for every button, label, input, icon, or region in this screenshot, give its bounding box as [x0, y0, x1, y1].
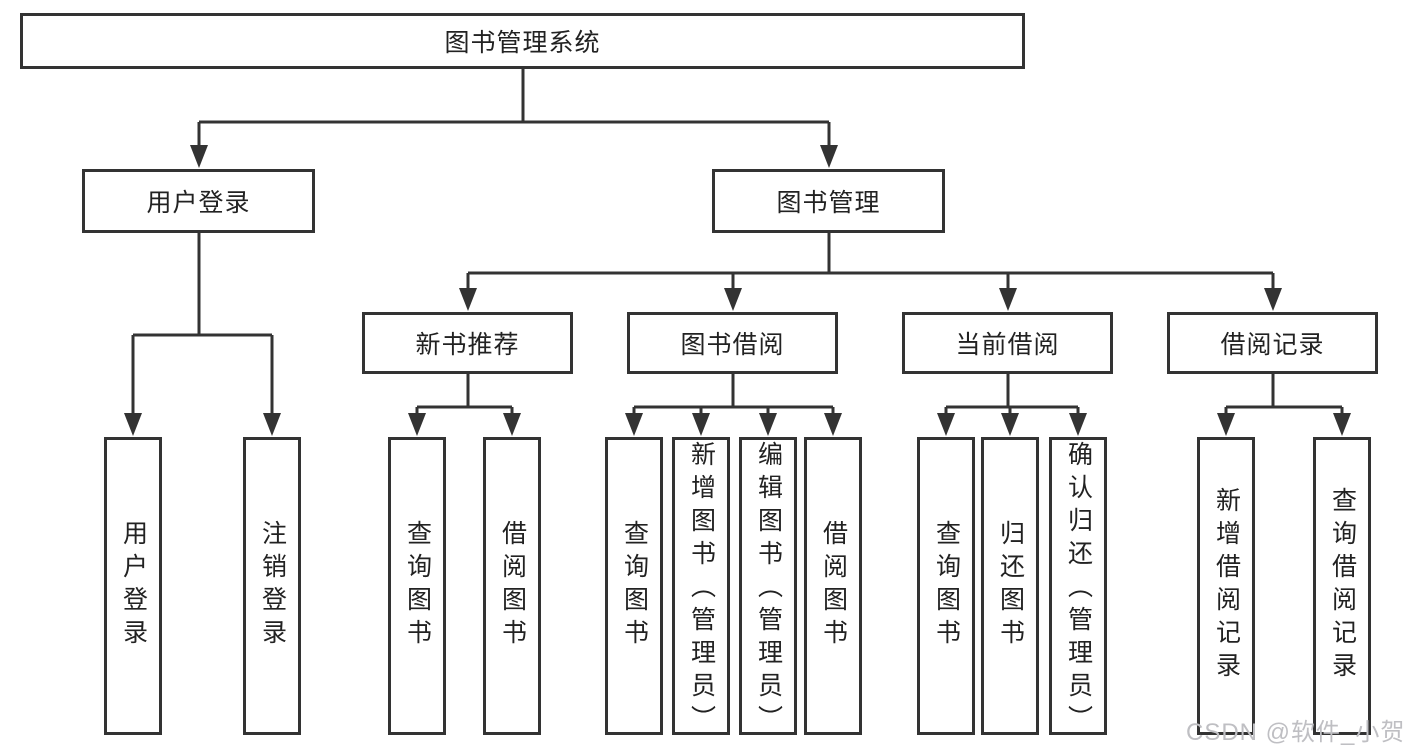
node-borrowing-records: 借阅记录: [1167, 312, 1378, 374]
leaf-search-books-current: 查询图书: [917, 437, 975, 735]
leaf-add-borrow-record-label: 新增借阅记录: [1212, 487, 1241, 685]
csdn-watermark: CSDN @软件_小贺同学: [1186, 719, 1405, 746]
leaf-confirm-return-admin: 确认归还（管理员）: [1049, 437, 1107, 738]
node-current-borrowing: 当前借阅: [902, 312, 1113, 374]
leaf-return-books: 归还图书: [981, 437, 1039, 735]
leaf-confirm-return-admin-label: 确认归还（管理员）: [1064, 441, 1093, 738]
leaf-borrow-books-borrowing-label: 借阅图书: [819, 520, 848, 652]
node-book-borrowing: 图书借阅: [627, 312, 838, 374]
leaf-user-login-label: 用户登录: [119, 520, 148, 652]
node-library-system: 图书管理系统: [20, 13, 1025, 69]
leaf-edit-books-admin-label: 编辑图书（管理员）: [754, 441, 783, 738]
leaf-logout: 注销登录: [243, 437, 301, 735]
leaf-borrow-books-recommend: 借阅图书: [483, 437, 541, 735]
leaf-search-books-recommend-label: 查询图书: [403, 520, 432, 652]
node-new-book-recommend: 新书推荐: [362, 312, 573, 374]
leaf-add-books-admin: 新增图书（管理员）: [672, 437, 730, 738]
arrowheads: [124, 145, 1351, 436]
leaf-return-books-label: 归还图书: [996, 520, 1025, 652]
leaf-search-borrow-record: 查询借阅记录: [1313, 437, 1371, 735]
leaf-add-books-admin-label: 新增图书（管理员）: [687, 441, 716, 738]
leaf-borrow-books-recommend-label: 借阅图书: [498, 520, 527, 652]
leaf-search-books-borrowing: 查询图书: [605, 437, 663, 735]
node-book-management: 图书管理: [712, 169, 945, 233]
leaf-logout-label: 注销登录: [258, 520, 287, 652]
leaf-user-login: 用户登录: [104, 437, 162, 735]
leaf-search-borrow-record-label: 查询借阅记录: [1328, 487, 1357, 685]
leaf-edit-books-admin: 编辑图书（管理员）: [739, 437, 797, 738]
leaf-borrow-books-borrowing: 借阅图书: [804, 437, 862, 735]
leaf-search-books-recommend: 查询图书: [388, 437, 446, 735]
leaf-search-books-current-label: 查询图书: [932, 520, 961, 652]
leaf-add-borrow-record: 新增借阅记录: [1197, 437, 1255, 735]
node-user-login: 用户登录: [82, 169, 315, 233]
leaf-search-books-borrowing-label: 查询图书: [620, 520, 649, 652]
